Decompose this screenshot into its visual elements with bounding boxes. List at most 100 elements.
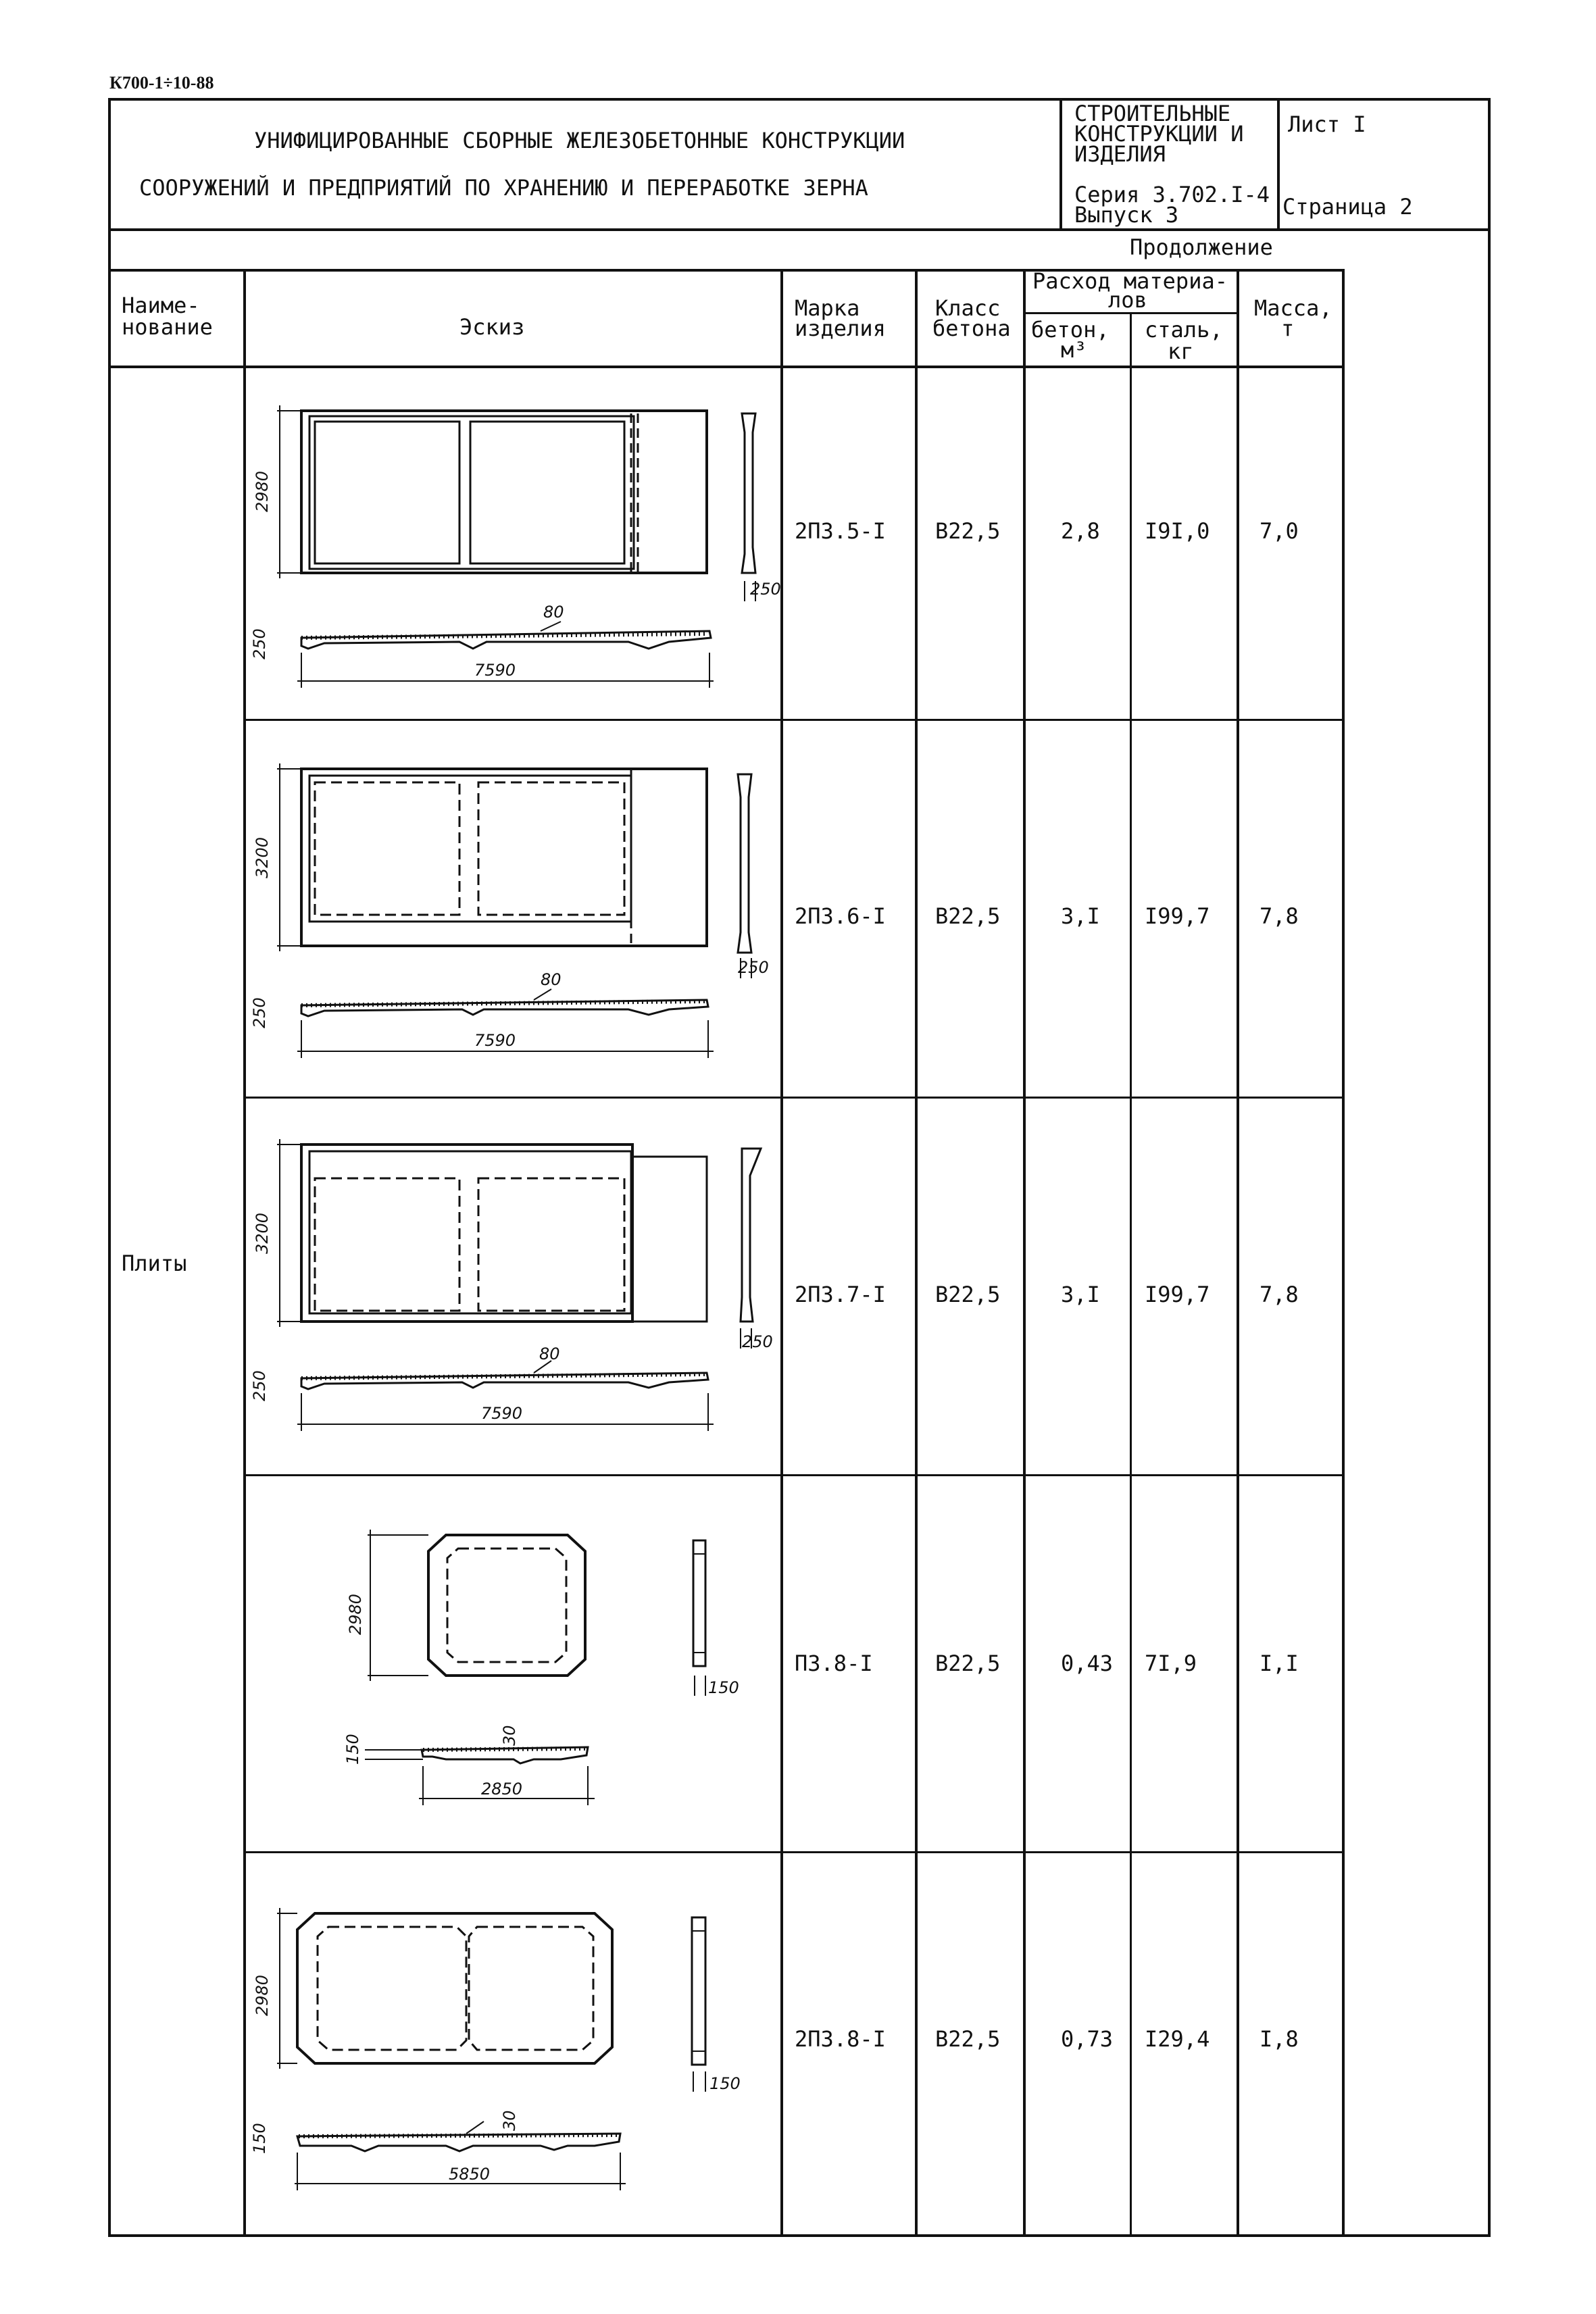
dim-thickness-3: 250 bbox=[250, 1370, 269, 1401]
sketch-2p3-6-plan bbox=[277, 763, 708, 951]
sketch-2p3-7-section bbox=[297, 1360, 714, 1431]
group-name-plates: Плиты bbox=[122, 1251, 187, 1276]
sketch-2p3-5-section bbox=[297, 621, 714, 688]
header-divider-2 bbox=[1277, 98, 1280, 230]
category-line-1: СТРОИТЕЛЬНЫЕ bbox=[1074, 101, 1231, 126]
header-bottom-line bbox=[108, 228, 1491, 231]
page-label: Страница 2 bbox=[1282, 194, 1413, 220]
title-line-1: УНИФИЦИРОВАННЫЕ СБОРНЫЕ ЖЕЛЕЗОБЕТОННЫЕ К… bbox=[254, 128, 905, 153]
dim-length-5: 5850 bbox=[449, 2165, 490, 2184]
row-class: В22,5 bbox=[935, 1282, 1001, 1307]
col-header-steel-1: сталь, bbox=[1145, 317, 1223, 343]
row-class: В22,5 bbox=[935, 518, 1001, 544]
row-mark: 2П3.7-I bbox=[795, 1282, 886, 1307]
continuation-label: Продолжение bbox=[1130, 234, 1273, 260]
col-line-class bbox=[1023, 269, 1026, 2237]
row-steel: I99,7 bbox=[1145, 1282, 1210, 1307]
col-line-concrete bbox=[1130, 312, 1132, 2237]
dim-flange-1: 80 bbox=[543, 603, 564, 622]
col-header-steel-2: кг bbox=[1168, 338, 1194, 364]
row-mass: 7,8 bbox=[1260, 903, 1299, 929]
dim-thickness-5: 150 bbox=[250, 2123, 269, 2154]
col-header-materials-2: лов bbox=[1108, 287, 1147, 313]
category-line-2: КОНСТРУКЦИИ И bbox=[1074, 121, 1244, 147]
table-header-bottom-line bbox=[108, 366, 1345, 368]
category-line-3: ИЗДЕЛИЯ bbox=[1074, 141, 1166, 167]
dim-height-4: 2980 bbox=[346, 1594, 365, 1635]
col-header-mass-1: Масса, bbox=[1254, 295, 1332, 321]
sketch-2p3-7-side bbox=[739, 1147, 763, 1349]
row-class: В22,5 bbox=[935, 2026, 1001, 2052]
row-mark: П3.8-I bbox=[795, 1651, 873, 1676]
row-steel: I29,4 bbox=[1145, 2026, 1210, 2052]
col-header-class-1: Класс bbox=[935, 295, 1001, 321]
row-mark: 2П3.8-I bbox=[795, 2026, 886, 2052]
dim-flange-4: 30 bbox=[500, 1725, 519, 1746]
col-header-name-2: нование bbox=[122, 314, 213, 340]
sketch-2p3-8-side bbox=[691, 1916, 707, 2092]
row-separator-2 bbox=[243, 1097, 1345, 1099]
dim-side-3: 250 bbox=[742, 1332, 773, 1351]
dim-height-5: 2980 bbox=[253, 1975, 272, 2016]
dim-thickness-4: 150 bbox=[343, 1734, 362, 1765]
row-mass: 7,0 bbox=[1260, 518, 1299, 544]
col-header-class-2: бетона bbox=[932, 316, 1011, 341]
header-divider-1 bbox=[1059, 98, 1062, 230]
row-concrete: 0,73 bbox=[1061, 2026, 1114, 2052]
row-concrete: 2,8 bbox=[1061, 518, 1100, 544]
dim-flange-3: 80 bbox=[539, 1344, 560, 1363]
dim-side-5: 150 bbox=[709, 2074, 741, 2093]
row-steel: 7I,9 bbox=[1145, 1651, 1197, 1676]
dim-length-3: 7590 bbox=[481, 1404, 522, 1423]
col-header-materials-1: Расход материа- bbox=[1032, 268, 1228, 294]
sketch-2p3-7-plan bbox=[277, 1139, 708, 1327]
title-line-2: СООРУЖЕНИЙ И ПРЕДПРИЯТИЙ ПО ХРАНЕНИЮ И П… bbox=[139, 175, 868, 201]
sketch-p3-8-side bbox=[692, 1539, 707, 1696]
row-mass: 7,8 bbox=[1260, 1282, 1299, 1307]
col-line-name bbox=[243, 269, 246, 2237]
row-mass: I,8 bbox=[1260, 2026, 1299, 2052]
sketch-p3-8-section bbox=[365, 1746, 595, 1805]
sketch-2p3-8-section bbox=[295, 2121, 626, 2190]
col-header-concrete-2: м³ bbox=[1061, 337, 1087, 363]
dim-height-1: 2980 bbox=[253, 471, 272, 512]
row-concrete: 3,I bbox=[1061, 903, 1100, 929]
dim-side-4: 150 bbox=[708, 1678, 739, 1697]
sketch-p3-8-plan bbox=[368, 1530, 587, 1681]
drawing-frame bbox=[108, 98, 1491, 2237]
dim-length-1: 7590 bbox=[474, 661, 516, 680]
sketch-2p3-6-section bbox=[297, 988, 714, 1058]
row-concrete: 3,I bbox=[1061, 1282, 1100, 1307]
dim-length-4: 2850 bbox=[481, 1780, 522, 1799]
col-line-steel bbox=[1237, 269, 1239, 2237]
document-code: К700-1÷10-88 bbox=[109, 73, 214, 93]
sketch-2p3-8-plan bbox=[277, 1908, 614, 2069]
issue-label: Выпуск 3 bbox=[1074, 202, 1179, 228]
series-label: Серия 3.702.I-4 bbox=[1074, 182, 1270, 207]
col-header-mark-1: Марка bbox=[795, 295, 860, 321]
col-line-mass bbox=[1342, 269, 1345, 2237]
row-class: В22,5 bbox=[935, 903, 1001, 929]
dim-length-2: 7590 bbox=[474, 1031, 516, 1050]
sketch-2p3-5-side bbox=[741, 412, 757, 601]
sketch-2p3-6-side bbox=[737, 773, 753, 978]
dim-side-1: 250 bbox=[750, 580, 781, 599]
dim-flange-2: 80 bbox=[541, 970, 562, 989]
row-steel: I9I,0 bbox=[1145, 518, 1210, 544]
col-header-sketch: Эскиз bbox=[459, 314, 525, 340]
row-separator-1 bbox=[243, 719, 1345, 721]
row-concrete: 0,43 bbox=[1061, 1651, 1114, 1676]
row-separator-4 bbox=[243, 1851, 1345, 1853]
col-line-mark bbox=[915, 269, 918, 2237]
dim-flange-5: 30 bbox=[500, 2110, 519, 2131]
row-steel: I99,7 bbox=[1145, 903, 1210, 929]
dim-thickness-1: 250 bbox=[250, 628, 269, 659]
col-header-mass-2: т bbox=[1281, 316, 1295, 341]
sheet-label: Лист I bbox=[1288, 111, 1366, 137]
col-header-name-1: Наиме- bbox=[122, 293, 200, 318]
row-class: В22,5 bbox=[935, 1651, 1001, 1676]
col-line-sketch bbox=[780, 269, 783, 2237]
row-mark: 2П3.5-I bbox=[795, 518, 886, 544]
dim-height-2: 3200 bbox=[253, 837, 272, 878]
